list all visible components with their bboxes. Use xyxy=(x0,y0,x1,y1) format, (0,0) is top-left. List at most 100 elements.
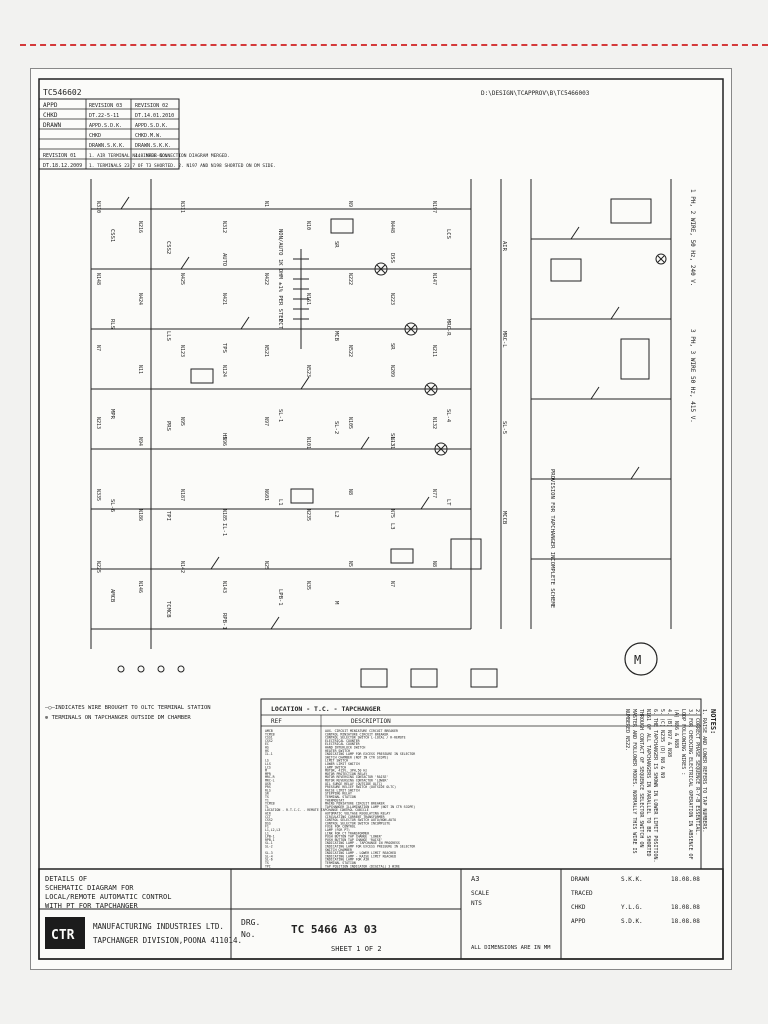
component-label: CSS2 xyxy=(165,241,171,254)
wire-label: N94 xyxy=(137,437,143,446)
notes-items: 1. RAISE AND LOWER REFERS TO TAP NUMBERS… xyxy=(624,709,707,863)
dims-note: ALL DIMENSIONS ARE IN MM xyxy=(471,945,551,951)
legend-desc: FUSE FOR CONTROL xyxy=(325,825,356,829)
legend-ref: TS xyxy=(265,795,269,799)
company-line-2: TAPCHANGER DIVISION,POONA 411014. xyxy=(93,936,242,945)
legend-ref: TL xyxy=(265,805,269,809)
provision-label: PROVISION FOR TAPCHANGER INCOMPLETE SCHE… xyxy=(549,469,555,608)
component-label: CSS1 xyxy=(109,229,115,242)
wire-label: N211 xyxy=(431,345,437,357)
wire-label: N209 xyxy=(389,365,395,377)
legend-desc: INDICATING LAMP - RAISE LIMIT REACHED xyxy=(325,854,396,858)
drawn-date: 18.08.08 xyxy=(671,876,700,883)
component-label: AIR xyxy=(501,241,507,252)
component-label: RPB-1 xyxy=(221,613,227,630)
wire-label: N11 xyxy=(137,365,143,374)
tap-step-label: 1K OHM ±1% PER STEP xyxy=(277,259,283,323)
legend-ref: HS xyxy=(265,746,269,750)
legend-desc: MOTOR REVERSING CONTACTOR 'RAISE' xyxy=(325,775,388,779)
component-label: MPR xyxy=(109,409,115,420)
legend-desc: MOTOR, 415V, 3PH,50 Hz xyxy=(325,769,367,773)
legend-table: LOCATION - T.C. - TAPCHANGER REF DESCRIP… xyxy=(260,698,702,870)
details-line-3: LOCAL/REMOTE AUTOMATIC CONTROL xyxy=(45,893,171,901)
wire-label: N223 xyxy=(389,293,395,305)
title-block: DETAILS OF SCHEMATIC DIAGRAM FOR LOCAL/R… xyxy=(38,868,724,960)
details-line-4: WITH PT FOR TAPCHANGER xyxy=(45,902,139,910)
legend-desc: AUTOMATIC VOLTAGE REGULATING RELAY xyxy=(325,812,390,816)
wire-label: N7 xyxy=(95,345,101,351)
wire-label: N10 xyxy=(305,221,311,230)
chkd-label: CHKD xyxy=(571,904,586,911)
component-label: CCT xyxy=(277,319,283,330)
legend-ref: M xyxy=(265,769,267,773)
legend-ref: DSS xyxy=(265,821,271,825)
wire-labels: N310N216N311N312N1N10N9N448N197N148N424N… xyxy=(95,201,437,593)
wire-note-1: —○—INDICATES WIRE BROUGHT TO OLTC TERMIN… xyxy=(45,705,211,711)
wire-label: N161 xyxy=(305,293,311,305)
component-label: IL-1 xyxy=(221,523,227,536)
legend-desc: RAISE LIMIT SWITCH xyxy=(325,788,360,792)
wire-label: N310 xyxy=(95,201,101,213)
note-item: LOOP FOLLOWING WIRES : xyxy=(680,709,686,775)
scale-value: NTS xyxy=(471,900,482,907)
legend-ref: L1 xyxy=(265,831,269,835)
component-label: AUTO xyxy=(221,253,227,266)
wire-label: N132 xyxy=(431,417,437,429)
single-phase-label: 1 PH, 2 WIRE, 50 Hz, 240 V. xyxy=(689,189,696,287)
legend-desc: LIMIT SWITCH xyxy=(325,759,348,763)
legend-desc: CIRCULATING CURRENT TRANSFORMER xyxy=(325,815,385,819)
drawing-number: TC 5466 A3 03 xyxy=(291,923,377,936)
wire-label: N101 xyxy=(305,437,311,449)
legend-desc: INDICATING LAMP - LOWER LIMIT REACHED xyxy=(325,851,396,855)
note-item: NUMBERED N522. xyxy=(624,709,630,751)
wire-label: N143 xyxy=(221,581,227,593)
rev3-drawn: DRAWN.S.K.K. xyxy=(89,143,125,149)
wire-label: N97 xyxy=(263,417,269,426)
wire-label: N147 xyxy=(431,273,437,285)
supply-notes: 1 PH, 2 WIRE, 50 Hz, 240 V. 3 PH, 3 WIRE… xyxy=(45,189,696,721)
wire-label: N1 xyxy=(263,201,269,207)
wire-label: N216 xyxy=(137,221,143,233)
note-item: N161 OF ALL TAPCHANGERS IN PARALLEL TO B… xyxy=(645,709,651,857)
rev2-appd: APPD.S.D.K. xyxy=(135,123,168,129)
wire-label: N425 xyxy=(179,273,185,285)
rev2-desc: 1. TERMINALS 23,7 OF T3 SHORTED. 2. N197… xyxy=(89,163,276,169)
rev-appd-label: APPD xyxy=(43,102,58,109)
legend-ref: SL-3 xyxy=(265,851,273,855)
wire-label: N7 xyxy=(389,581,395,587)
legend-desc: TERMINAL STATION xyxy=(325,861,356,865)
legend-desc: TERMINAL STATION xyxy=(325,795,356,799)
legend-ref: TPI xyxy=(265,864,271,868)
note-item: 5. (C) N235 (D) N8 & N9 xyxy=(659,709,665,778)
legend-desc: CONTROL SELECTOR SWITCH L-LOCAL / R-REMO… xyxy=(325,736,406,740)
legend-desc: THERMOSTAT xyxy=(325,798,344,802)
scale-label: SCALE xyxy=(471,890,489,897)
component-label: PRS xyxy=(165,421,171,431)
drawn-by: S.K.K. xyxy=(621,876,643,883)
wire-label: N225 xyxy=(95,561,101,573)
legend-desc: CONTROL MINIATURE CIRCUIT BREAKER xyxy=(325,732,388,736)
schematic-area: M xyxy=(90,179,672,688)
component-label: SR xyxy=(333,241,339,248)
wire-label: N77 xyxy=(431,489,437,498)
component-label: LLS xyxy=(165,331,171,341)
rev1-desc: 1. INTER-CONNECTION DIAGRAM MERGED. xyxy=(135,153,230,159)
note-item: 4. (B) N97 & N98 xyxy=(666,709,672,757)
wire-label: N123 xyxy=(179,345,185,357)
legend-ref: SR xyxy=(265,792,269,796)
component-label: M xyxy=(333,601,339,605)
wire-label: N422 xyxy=(263,273,269,285)
appd-label: APPD xyxy=(571,918,586,925)
schematic-drawing: TC546602 APPD CHKD DRAWN REVISION 03 DT.… xyxy=(38,78,724,960)
component-label: AMCB xyxy=(109,589,115,603)
wire-label: N187 xyxy=(179,489,185,501)
legend-ref: RPB-1 xyxy=(265,838,275,842)
wire-label: N601 xyxy=(263,489,269,501)
rev3-chkd: CHKD xyxy=(89,133,101,139)
component-label: RLS xyxy=(109,319,115,329)
notes-block: NOTES: 1. RAISE AND LOWER REFERS TO TAP … xyxy=(624,709,717,863)
component-label: TCMCB xyxy=(165,601,171,618)
component-label: SL-6 xyxy=(109,499,115,512)
